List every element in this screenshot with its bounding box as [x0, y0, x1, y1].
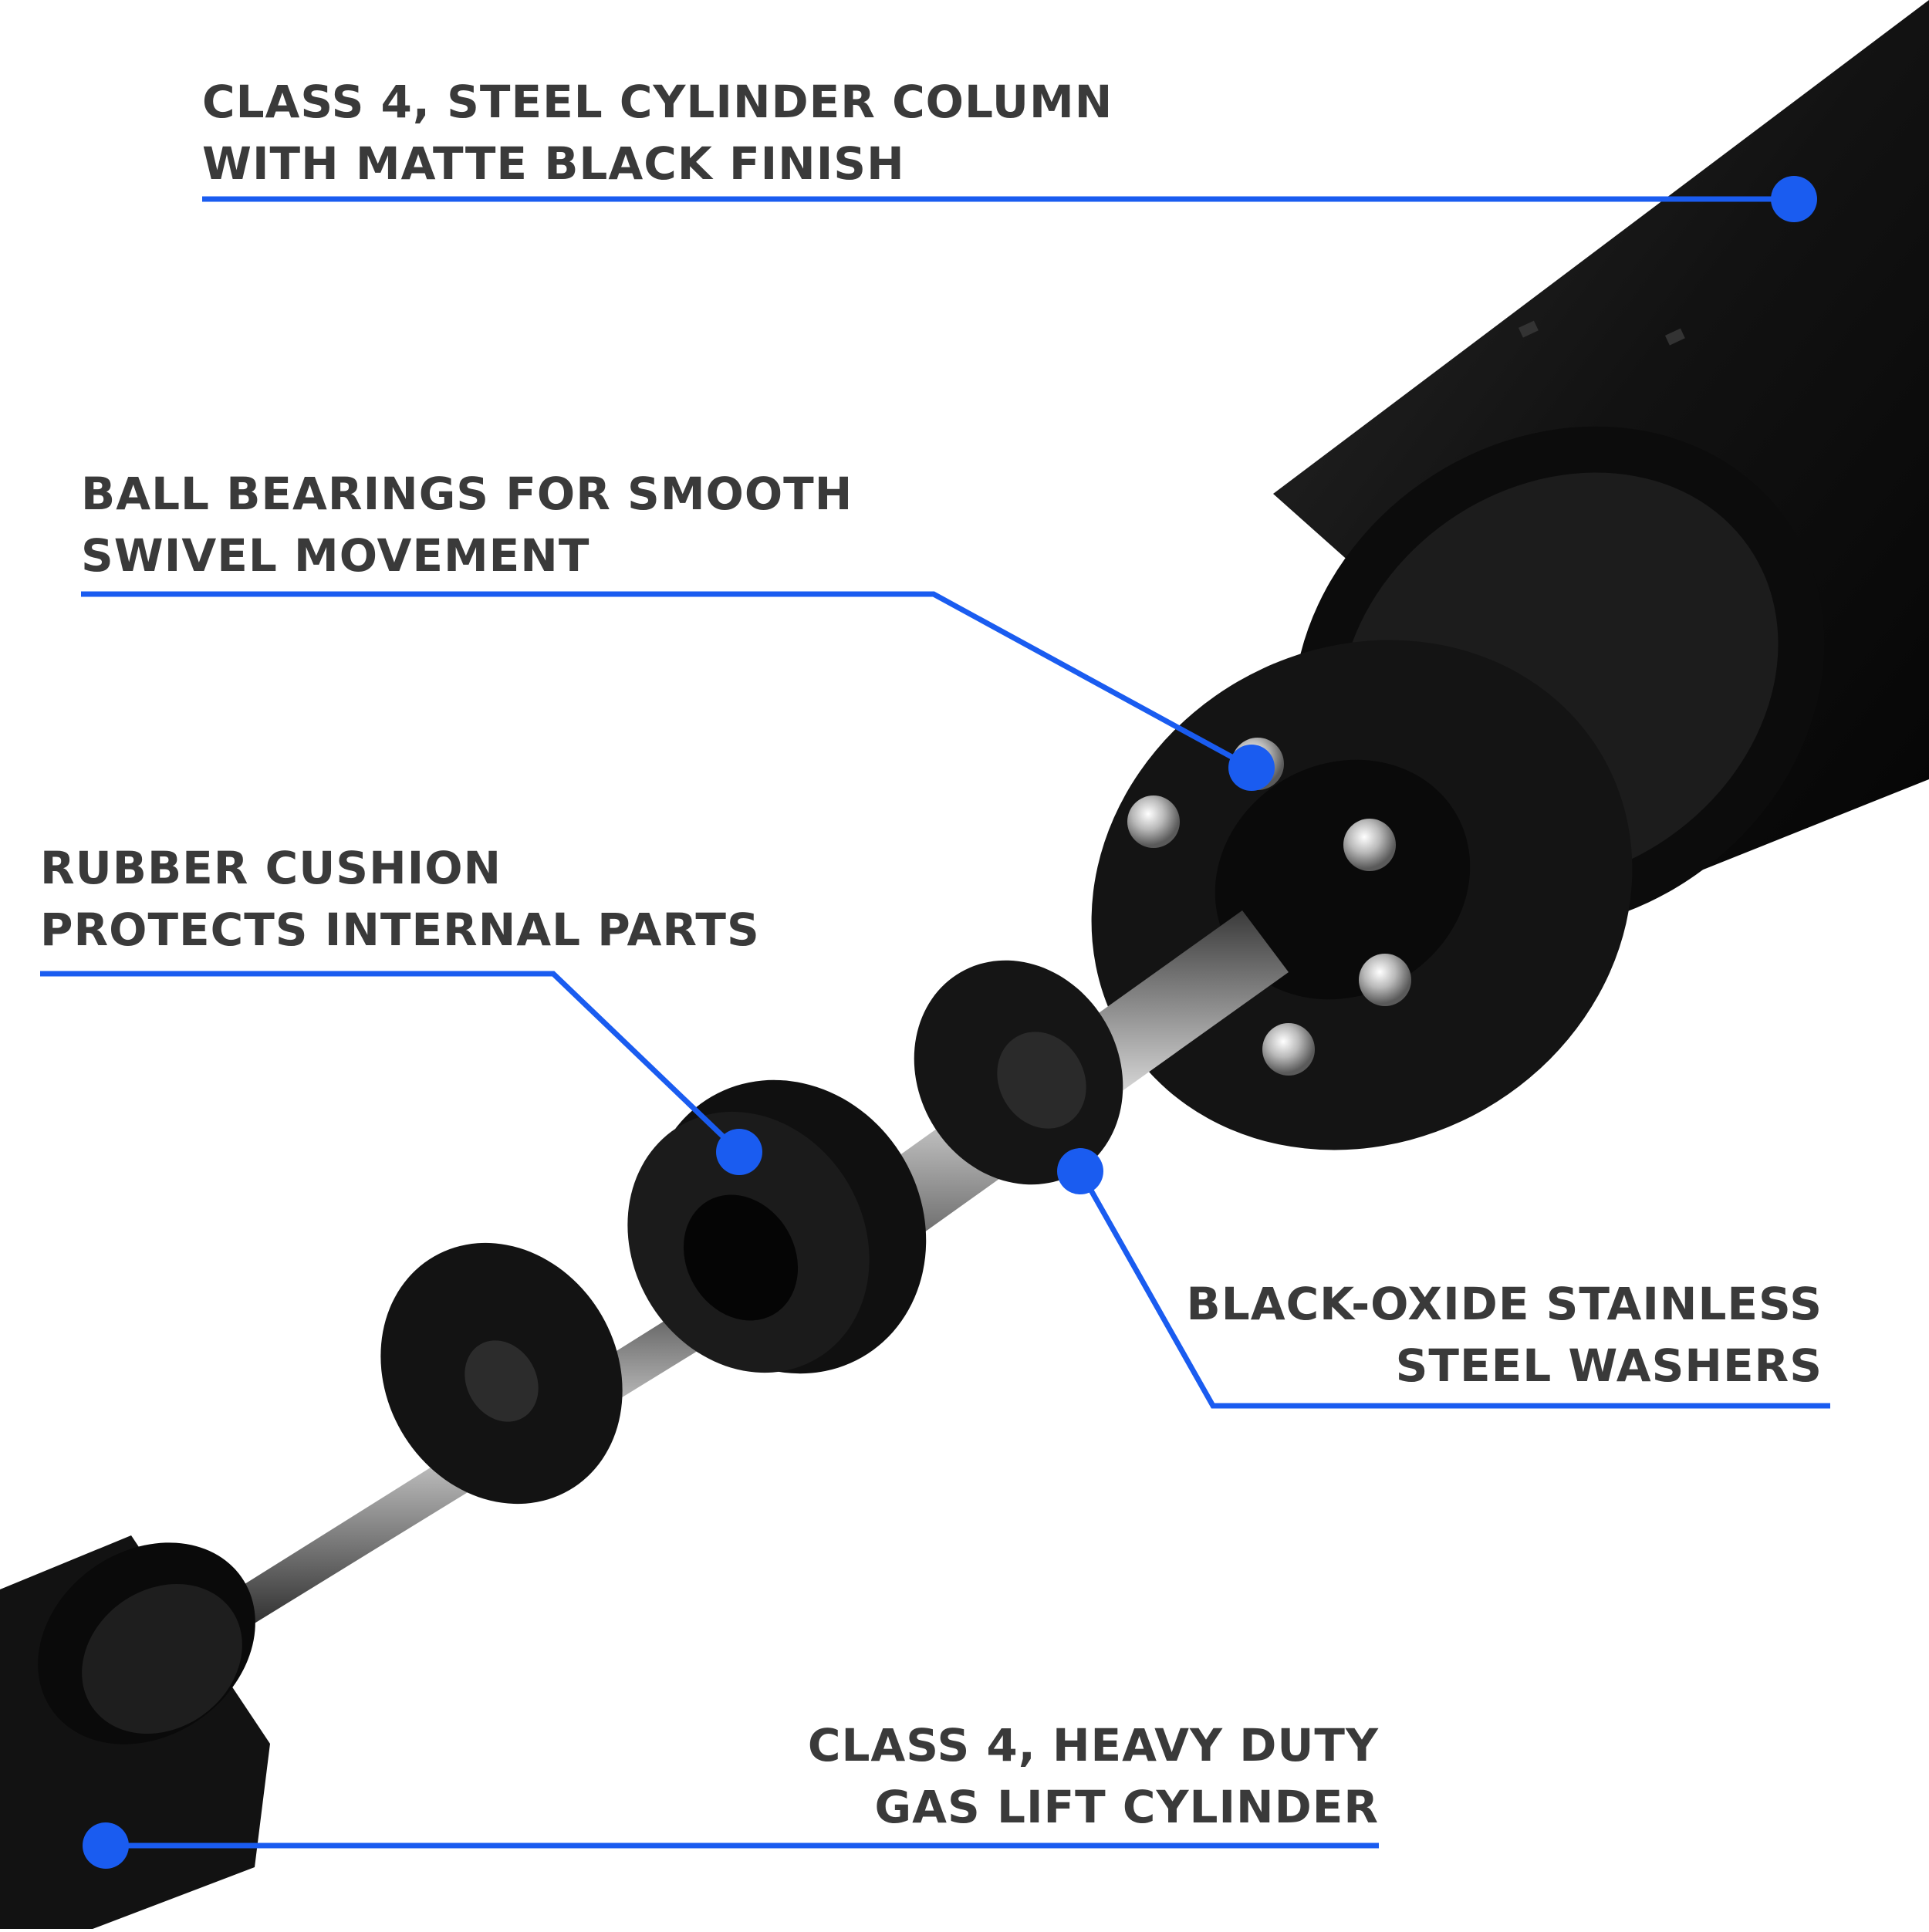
leader-dot-washers — [1057, 1148, 1103, 1194]
callout-steel-column: CLASS 4, STEEL CYLINDER COLUMN WITH MATT… — [202, 71, 1113, 194]
callout-ball-bearings-line-2: SWIVEL MOVEMENT — [81, 529, 590, 582]
leader-dot-ball-bearings — [1228, 745, 1275, 791]
callout-washers-line-2: STEEL WASHERS — [1395, 1339, 1823, 1392]
leader-line-rubber-cushion — [40, 971, 742, 1154]
callout-lines — [40, 176, 1830, 1869]
leader-dot-gas-lift — [83, 1822, 129, 1869]
callout-steel-column-line-1: CLASS 4, STEEL CYLINDER COLUMN — [202, 76, 1113, 128]
leader-line-ball-bearings — [81, 591, 1253, 771]
ball-bearing-icon — [1343, 819, 1396, 871]
leader-line-washers — [1077, 1170, 1830, 1409]
ball-bearing-icon — [1262, 1023, 1315, 1076]
callout-gas-lift: CLASS 4, HEAVY DUTY GAS LIFT CYLINDER — [808, 1714, 1379, 1838]
ball-bearing-icon — [1127, 795, 1180, 848]
callout-rubber-cushion-line-1: RUBBER CUSHION — [40, 842, 502, 894]
callout-gas-lift-line-1: CLASS 4, HEAVY DUTY — [807, 1719, 1379, 1772]
callout-rubber-cushion-line-2: PROTECTS INTERNAL PARTS — [40, 904, 760, 956]
ball-bearing-icon — [1359, 954, 1411, 1006]
callout-steel-column-line-2: WITH MATTE BLACK FINISH — [202, 137, 905, 190]
callout-washers-line-1: BLACK-OXIDE STAINLESS — [1186, 1278, 1823, 1330]
steel-washer — [914, 960, 1123, 1185]
callout-ball-bearings-line-1: BALL BEARINGS FOR SMOOTH — [81, 468, 853, 520]
steel-washer-lower — [380, 1242, 623, 1505]
leader-dot-rubber-cushion — [716, 1129, 762, 1175]
callout-ball-bearings: BALL BEARINGS FOR SMOOTH SWIVEL MOVEMENT — [81, 463, 853, 586]
leader-dot-steel-column — [1771, 176, 1817, 222]
callout-washers: BLACK-OXIDE STAINLESS STEEL WASHERS — [1187, 1273, 1823, 1397]
gas-lift-cylinder — [0, 1535, 270, 1929]
callout-rubber-cushion: RUBBER CUSHION PROTECTS INTERNAL PARTS — [40, 837, 760, 961]
callout-gas-lift-line-2: GAS LIFT CYLINDER — [874, 1781, 1379, 1833]
